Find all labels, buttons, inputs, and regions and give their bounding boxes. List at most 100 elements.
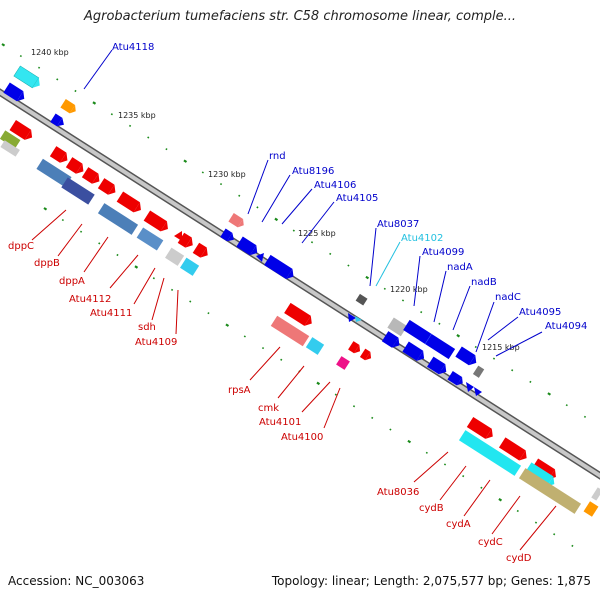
gene-atu8037[interactable]: [355, 293, 368, 306]
gene-atu4118[interactable]: [50, 113, 66, 129]
gene-small-blue-tip-2[interactable]: [474, 387, 482, 396]
gene-green-left[interactable]: [0, 130, 21, 149]
tick-mark: [456, 334, 461, 338]
gene-atu4106[interactable]: [236, 236, 260, 258]
gene-atu4106-small[interactable]: [256, 253, 264, 262]
label-atu4099[interactable]: Atu4099: [422, 247, 464, 258]
gene-atu4102[interactable]: [348, 313, 356, 322]
gene-cmk[interactable]: [305, 337, 325, 355]
tick-mark: [170, 288, 174, 291]
gene-small-blue-tip-1[interactable]: [466, 382, 474, 392]
kbp-label-1220: 1220 kbp: [390, 285, 428, 294]
gene-cydb[interactable]: [458, 430, 522, 476]
gene-atu4112[interactable]: [136, 227, 164, 251]
label-rpsa[interactable]: rpsA: [228, 385, 251, 396]
tick-mark: [438, 322, 441, 325]
tick-mark: [19, 54, 22, 58]
gene-red-row3[interactable]: [81, 167, 103, 186]
gene-atu4094[interactable]: [427, 356, 449, 377]
label-atu4112[interactable]: Atu4112: [69, 294, 111, 305]
gene-blue-top-left[interactable]: [3, 82, 27, 104]
gene-dppb[interactable]: [61, 177, 95, 205]
label-atu4101[interactable]: Atu4101: [259, 417, 301, 428]
gene-atu4109-grey[interactable]: [165, 247, 185, 266]
label-atu4100[interactable]: Atu4100: [281, 432, 323, 443]
label-atu8196[interactable]: Atu8196: [292, 166, 334, 177]
gene-atu4100[interactable]: [336, 356, 350, 370]
gene-atu4101[interactable]: [348, 341, 363, 355]
gene-red-row4[interactable]: [97, 178, 119, 197]
gene-cyan-top-left[interactable]: [13, 65, 43, 91]
tick-mark: [61, 218, 64, 222]
gene-atu4101-b[interactable]: [359, 348, 374, 363]
gene-nadb[interactable]: [455, 346, 479, 368]
tick-mark: [225, 323, 230, 327]
label-cydd[interactable]: cydD: [506, 553, 532, 564]
label-atu4102[interactable]: Atu4102: [401, 233, 443, 244]
label-dppa[interactable]: dppA: [59, 276, 85, 287]
label-cydb[interactable]: cydB: [419, 503, 444, 514]
gene-red-row6[interactable]: [143, 210, 172, 234]
gene-rpsa-top[interactable]: [284, 302, 315, 329]
kbp-label-1235: 1235 kbp: [118, 111, 156, 120]
gene-nada[interactable]: [403, 319, 456, 360]
gene-atu4111[interactable]: [174, 231, 182, 241]
tick-mark: [201, 171, 204, 174]
gene-atu8196[interactable]: [220, 228, 236, 244]
gene-atu4109[interactable]: [180, 257, 200, 276]
label-dppc[interactable]: dppC: [8, 241, 34, 252]
gene-cydb-red[interactable]: [498, 437, 530, 463]
gene-red-row1[interactable]: [49, 146, 71, 165]
gene-cydd[interactable]: [583, 501, 599, 517]
gene-atu4099[interactable]: [387, 317, 408, 337]
gene-small-blue-cluster[interactable]: [447, 371, 465, 388]
label-cyda[interactable]: cydA: [446, 519, 471, 530]
gene-cydc[interactable]: [518, 468, 582, 514]
label-cydc[interactable]: cydC: [478, 537, 503, 548]
label-atu4111[interactable]: Atu4111: [90, 308, 132, 319]
tick-mark: [365, 275, 370, 280]
label-rnd[interactable]: rnd: [269, 151, 286, 162]
kbp-label-1215: 1215 kbp: [482, 343, 520, 352]
label-atu8037[interactable]: Atu8037: [377, 219, 419, 230]
gene-atu4095[interactable]: [402, 341, 427, 364]
gene-red-row2[interactable]: [65, 157, 87, 176]
label-nada[interactable]: nadA: [447, 262, 473, 273]
gene-dppc[interactable]: [36, 158, 72, 188]
gene-atu4105[interactable]: [264, 254, 297, 282]
label-atu4095[interactable]: Atu4095: [519, 307, 561, 318]
gene-rnd[interactable]: [228, 213, 246, 230]
tick-mark: [165, 148, 168, 151]
label-sdh[interactable]: sdh: [138, 322, 156, 333]
label-atu4109[interactable]: Atu4109: [135, 337, 177, 348]
label-atu4105[interactable]: Atu4105: [336, 193, 378, 204]
gene-rpsa[interactable]: [270, 315, 310, 347]
gene-grey-left[interactable]: [0, 140, 20, 157]
map-title: Agrobacterium tumefaciens str. C58 chrom…: [83, 9, 517, 24]
gene-atu4111-body[interactable]: [177, 232, 196, 251]
label-atu8036[interactable]: Atu8036: [377, 487, 419, 498]
gene-atu4102-small[interactable]: [355, 316, 362, 322]
gene-dppa[interactable]: [97, 203, 139, 235]
tick-mark: [474, 345, 477, 349]
label-atu4118[interactable]: Atu4118: [112, 42, 154, 53]
tick-row-inner: [43, 207, 574, 548]
gene-red-row5[interactable]: [116, 191, 145, 215]
gene-nadc[interactable]: [381, 331, 403, 350]
gene-atu8036[interactable]: [466, 416, 496, 442]
label-dppb[interactable]: dppB: [34, 258, 60, 269]
tick-mark: [553, 533, 556, 536]
label-cmk[interactable]: cmk: [258, 403, 279, 414]
tick-mark: [443, 463, 447, 466]
tick-mark: [74, 89, 77, 93]
label-atu4106[interactable]: Atu4106: [314, 180, 356, 191]
gene-orange[interactable]: [60, 99, 78, 116]
gene-red-right-edge[interactable]: [591, 487, 600, 501]
label-nadb[interactable]: nadB: [471, 277, 497, 288]
label-atu4094[interactable]: Atu4094: [545, 321, 587, 332]
tick-mark: [261, 346, 265, 350]
label-nadc[interactable]: nadC: [495, 292, 521, 303]
gene-sdh[interactable]: [192, 242, 211, 261]
gene-grey-right[interactable]: [472, 365, 485, 378]
gene-red-top-left[interactable]: [9, 120, 36, 143]
